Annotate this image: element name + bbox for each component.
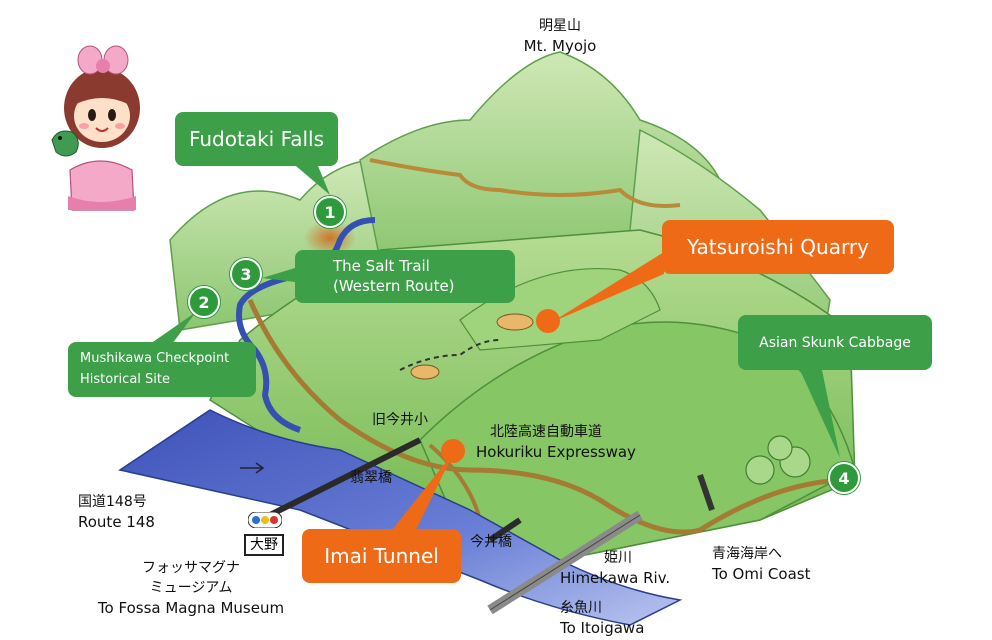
fudotaki-falls-callout[interactable]: Fudotaki Falls — [175, 112, 338, 166]
marker-4-number: 4 — [838, 468, 850, 488]
mt-myojo-en: Mt. Myojo — [523, 37, 597, 55]
museum-label: フォッサマグナ ミュージアム To Fossa Magna Museum — [76, 558, 306, 618]
waterfall-glow — [304, 220, 356, 256]
mt-myojo-ja: 明星山 — [539, 18, 581, 34]
station-signal-icon — [248, 512, 282, 528]
skunk-cabbage-label: Asian Skunk Cabbage — [759, 334, 911, 351]
mushikawa-label-1: Mushikawa Checkpoint — [80, 351, 230, 366]
yatsuroishi-callout[interactable]: Yatsuroishi Quarry — [662, 220, 894, 274]
himekawa-label: 姫川 Himekawa Riv. — [560, 548, 670, 588]
river-flow-arrow — [240, 462, 265, 474]
imai-tunnel-point[interactable] — [441, 439, 465, 463]
hisui-bridge-shape — [268, 437, 422, 518]
yatsuroishi-label: Yatsuroishi Quarry — [687, 235, 869, 259]
quarry-stones — [410, 313, 534, 380]
expressway-edge — [489, 514, 641, 611]
marker-2[interactable]: 2 — [188, 286, 220, 318]
imai-bridge-shape — [488, 517, 522, 543]
itoigawa-en: To Itoigawa — [560, 619, 645, 637]
marker-1-number: 1 — [324, 202, 336, 222]
mountain-trail — [369, 158, 681, 208]
omi-coast-ja: 青海海岸へ — [712, 546, 782, 562]
imai-callout-tail — [392, 452, 454, 530]
skunk-cabbage-callout[interactable]: Asian Skunk Cabbage — [738, 315, 932, 370]
himekawa-ja: 姫川 — [604, 550, 632, 566]
imai-tunnel-callout[interactable]: Imai Tunnel — [302, 529, 461, 583]
omi-coast-en: To Omi Coast — [712, 565, 811, 583]
itoigawa-label: 糸魚川 To Itoigawa — [560, 598, 644, 638]
marker-3[interactable]: 3 — [230, 258, 262, 290]
foreground-hill — [419, 321, 856, 561]
mushikawa-label-2: Historical Site — [80, 372, 170, 387]
fudotaki-callout-tail — [296, 166, 330, 195]
marker-3-number: 3 — [240, 264, 252, 284]
salt-trail-label-2: (Western Route) — [333, 277, 455, 295]
route-148-en: Route 148 — [78, 513, 155, 531]
expressway-ja: 北陸高速自動車道 — [490, 424, 602, 440]
mascot-character — [51, 45, 140, 211]
omi-coast-label: 青海海岸へ To Omi Coast — [712, 544, 810, 584]
imai-bridge-label: 今井橋 — [470, 534, 512, 550]
road-branch — [428, 443, 482, 521]
museum-en: To Fossa Magna Museum — [97, 599, 285, 617]
museum-ja-2: ミュージアム — [149, 580, 233, 596]
skunk-cabbage-plants — [745, 435, 811, 485]
museum-ja-1: フォッサマグナ — [142, 560, 240, 576]
yatsuroishi-point[interactable] — [536, 309, 560, 333]
dashed-trail — [399, 339, 501, 371]
hisui-bridge-label: 翡翠橋 — [350, 470, 392, 486]
route-148-label: 国道148号 Route 148 — [78, 492, 155, 532]
himekawa-en: Himekawa Riv. — [560, 569, 671, 587]
mushikawa-callout-tail — [150, 312, 196, 344]
road-main — [247, 299, 851, 535]
imai-tunnel-label: Imai Tunnel — [324, 544, 439, 568]
itoigawa-ja: 糸魚川 — [560, 600, 602, 616]
expressway-label: 北陸高速自動車道 Hokuriku Expressway — [476, 422, 636, 462]
mt-myojo-label: 明星山 Mt. Myojo — [500, 16, 620, 56]
old-imai-school-label: 旧今井小 — [372, 412, 428, 428]
marker-4[interactable]: 4 — [828, 462, 860, 494]
salt-trail-callout-tail — [262, 268, 295, 282]
fudotaki-falls-label: Fudotaki Falls — [188, 127, 325, 151]
mushikawa-stream — [236, 217, 376, 433]
himekawa-river — [118, 409, 683, 626]
skunk-cabbage-callout-tail — [800, 370, 840, 458]
salt-trail-label-1: The Salt Trail — [333, 257, 430, 275]
ono-station-label: 大野 — [244, 534, 284, 556]
tunnel-mark — [697, 474, 715, 511]
yatsuroishi-callout-tail — [552, 252, 664, 322]
expressway-en: Hokuriku Expressway — [476, 443, 636, 461]
marker-1[interactable]: 1 — [314, 196, 346, 228]
mushikawa-callout[interactable]: Mushikawa Checkpoint Historical Site — [68, 342, 256, 397]
salt-trail-callout[interactable]: The Salt Trail (Western Route) — [295, 250, 515, 303]
marker-2-number: 2 — [198, 292, 210, 312]
route-148-ja: 国道148号 — [78, 494, 147, 510]
